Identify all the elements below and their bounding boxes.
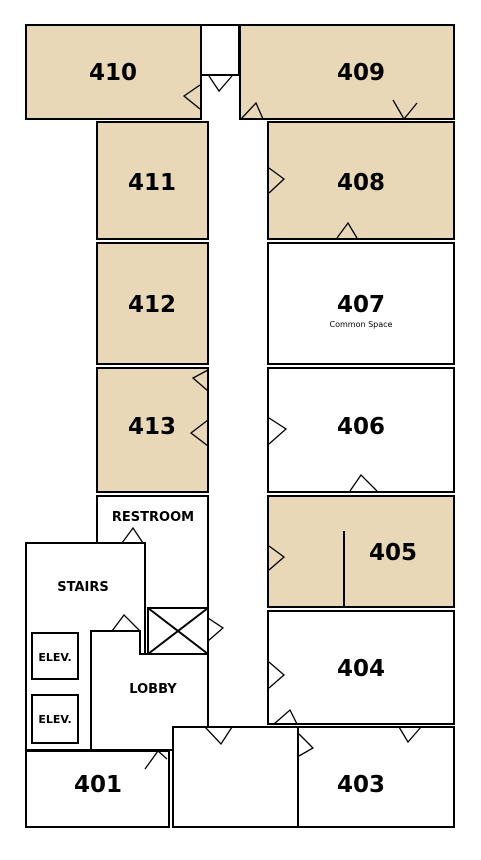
room-408-number: 408 <box>337 170 385 196</box>
room-411[interactable]: 411 <box>96 121 209 240</box>
door-swings <box>111 75 422 770</box>
room-403-number: 403 <box>337 772 385 798</box>
door-409-left <box>240 101 264 120</box>
elevator-2-label: ELEV. <box>38 713 71 726</box>
door-restroom <box>121 526 144 544</box>
room-401-number: 401 <box>74 772 122 798</box>
door-404-bottom <box>273 708 298 725</box>
room-407-number: 407 <box>337 292 385 318</box>
stairs-label: STAIRS <box>57 580 109 595</box>
room-413-number: 413 <box>128 414 176 440</box>
door-hall-nook <box>208 75 233 93</box>
door-shaft <box>207 617 225 642</box>
room-403[interactable]: 403 <box>297 726 455 828</box>
elevator-shaft <box>147 607 209 655</box>
room-410[interactable]: 410 <box>25 24 202 120</box>
door-403-left <box>298 733 315 757</box>
room-409[interactable]: 409 <box>239 24 455 120</box>
unlabeled-room <box>172 726 299 828</box>
door-402 <box>204 726 233 746</box>
room-410-number: 410 <box>89 60 137 86</box>
door-413-bottom <box>189 419 209 447</box>
room-413[interactable]: 413 <box>96 367 209 493</box>
door-409-right <box>392 99 418 121</box>
door-408-left <box>268 167 286 194</box>
room-401[interactable]: 401 <box>25 750 170 828</box>
room-407[interactable]: 407 Common Space <box>267 242 455 365</box>
room-407-subtitle: Common Space <box>330 320 393 329</box>
room-404-number: 404 <box>337 656 385 682</box>
door-408-bottom <box>336 221 358 239</box>
hall-nook <box>200 24 240 76</box>
room-412-number: 412 <box>128 292 176 318</box>
door-413-top <box>191 369 209 392</box>
room-412[interactable]: 412 <box>96 242 209 365</box>
room-405-number: 405 <box>369 540 417 566</box>
room-409-number: 409 <box>337 60 385 86</box>
door-401 <box>144 750 168 770</box>
door-404-left <box>268 661 285 689</box>
elevator-1-label: ELEV. <box>38 651 71 664</box>
room-404[interactable]: 404 <box>267 610 455 725</box>
lobby-label: LOBBY <box>129 682 177 697</box>
door-406-left <box>268 417 288 445</box>
room-406-number: 406 <box>337 414 385 440</box>
room-411-number: 411 <box>128 170 176 196</box>
room-406[interactable]: 406 <box>267 367 455 493</box>
door-405 <box>268 545 286 571</box>
room-405[interactable]: 405 <box>267 495 455 608</box>
door-403-top <box>398 726 422 744</box>
door-stairs <box>111 614 141 632</box>
door-410 <box>182 84 201 110</box>
restroom-label: RESTROOM <box>112 510 194 525</box>
elevator-2[interactable]: ELEV. <box>31 694 79 744</box>
room-408[interactable]: 408 <box>267 121 455 240</box>
elevator-1[interactable]: ELEV. <box>31 632 79 680</box>
door-406-bottom <box>349 473 378 492</box>
